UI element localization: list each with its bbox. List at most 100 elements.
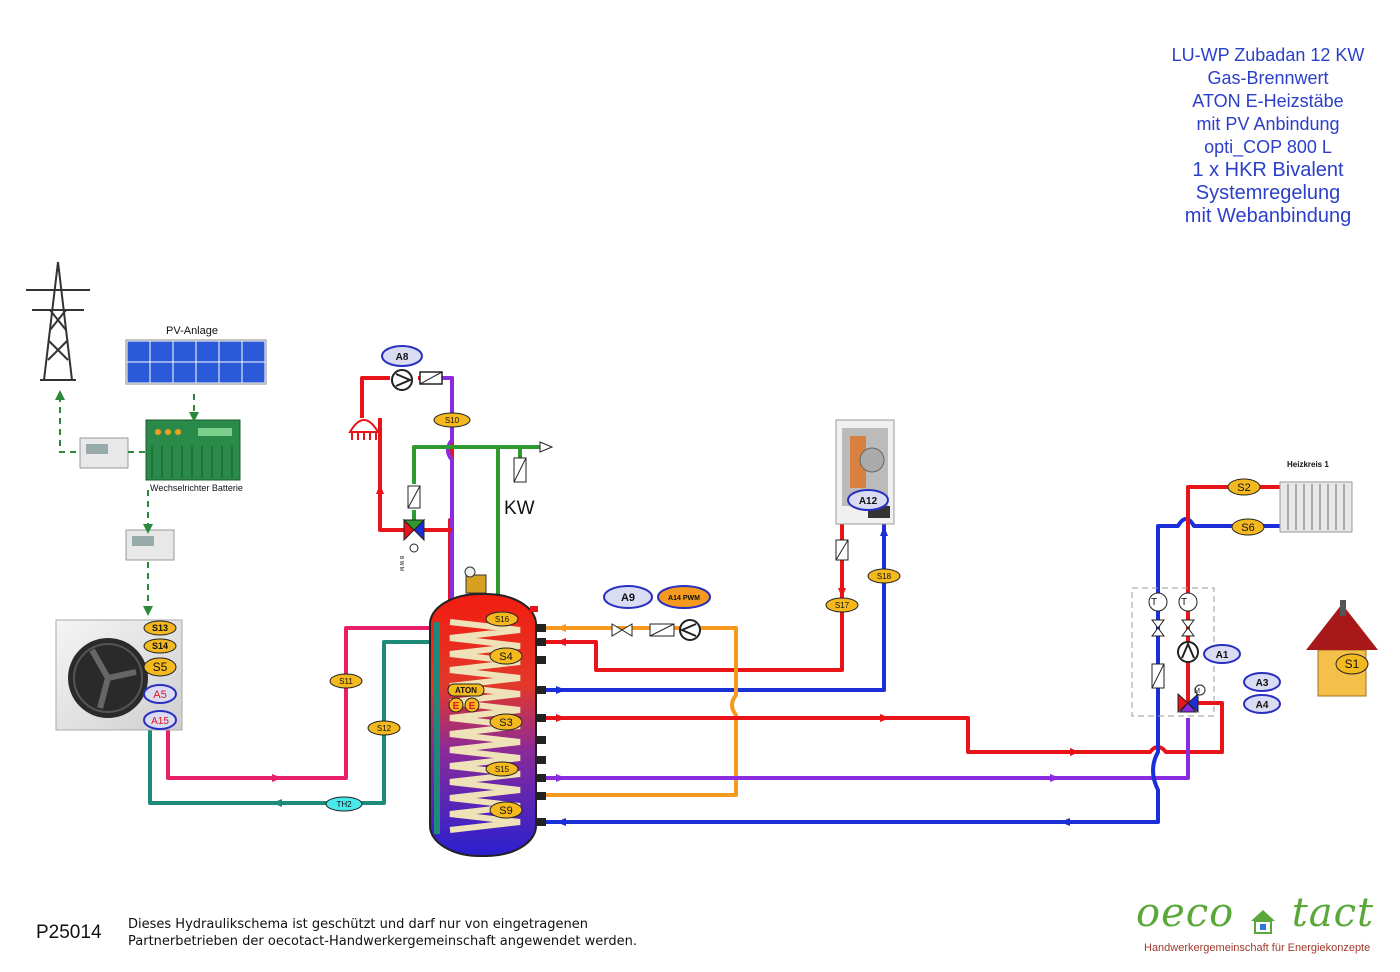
sensor-s15-label: S15 <box>495 765 510 774</box>
logo-house-icon <box>1248 901 1278 934</box>
thermometer-left-label: T <box>1151 597 1157 608</box>
aton-label: ATON <box>455 686 477 695</box>
actuator-a9-label: A9 <box>621 592 635 604</box>
actuators: A8 A9 A14 PWM A12 A1 A3 A4 A5 A15 <box>143 345 1281 730</box>
sensor-s3: S3 <box>489 713 523 731</box>
pv-panels <box>125 339 267 385</box>
actuator-a5: A5 <box>143 684 177 704</box>
title-line-4: mit PV Anbindung <box>1196 114 1340 134</box>
title-line-8: mit Webanbindung <box>1184 205 1352 227</box>
title-line-2: Gas-Brennwert <box>1207 68 1329 88</box>
title-block: LU-WP Zubadan 12 KW Gas-Brennwert ATON E… <box>1140 44 1396 228</box>
e-label-2: E <box>469 701 476 712</box>
actuator-a12-label: A12 <box>859 496 878 507</box>
actuator-a9: A9 <box>603 585 653 609</box>
pipe-dhw-red-left <box>360 376 404 532</box>
sensor-s9: S9 <box>489 801 523 819</box>
title-line-7: Systemregelung <box>1195 182 1341 204</box>
pipe-hc-flow <box>536 701 1224 754</box>
pipe-orange-loop <box>536 626 738 797</box>
sensor-s11: S11 <box>329 673 363 689</box>
sensor-s1: S1 <box>1335 653 1369 675</box>
pipe-boiler-flow <box>536 520 844 672</box>
oecotact-logo: oeco tact Handwerkergemeinschaft für Ene… <box>1128 884 1390 964</box>
copyright-line-1: Dieses Hydraulikschema ist geschützt und… <box>128 917 588 932</box>
pipe-hc-flow-up <box>1186 485 1280 703</box>
actuator-a8: A8 <box>381 345 423 367</box>
actuator-a5-label: A5 <box>153 689 166 701</box>
title-line-3: ATON E-Heizstäbe <box>1192 91 1344 111</box>
sensor-s6: S6 <box>1231 518 1265 536</box>
sensor-s12-label: S12 <box>377 724 392 733</box>
copyright-line-2: Partnerbetrieben der oecotact-Handwerker… <box>128 934 637 949</box>
flow-arrows <box>272 484 1192 826</box>
check-valve-boiler <box>835 539 849 561</box>
sensor-s16: S16 <box>485 611 519 627</box>
actuator-a4-label: A4 <box>1256 700 1269 711</box>
radiator <box>1279 481 1353 533</box>
thermometer-right-label: T <box>1181 597 1187 608</box>
aton-heating-element: ATON E E <box>447 683 485 713</box>
sensor-s14: S14 <box>143 638 177 654</box>
sensor-s9-label: S9 <box>499 805 512 817</box>
sensor-s13: S13 <box>143 620 177 636</box>
pipe-hp-flow <box>166 626 436 780</box>
motor-label: M <box>1194 688 1200 695</box>
house-icon <box>1306 600 1378 697</box>
bwm-label: B W M <box>398 556 404 571</box>
actuator-a14: A14 PWM <box>657 585 711 609</box>
sensor-s10: S10 <box>433 412 471 428</box>
signal-lines <box>59 394 195 612</box>
sensor-th2: TH2 <box>325 796 363 812</box>
sensor-s17-label: S17 <box>835 601 850 610</box>
buffer-tank <box>429 566 546 857</box>
pipes <box>148 376 1280 824</box>
sensor-s11-label: S11 <box>339 677 353 686</box>
shower-icon <box>348 419 380 440</box>
logo-text-left: oeco <box>1136 890 1235 936</box>
safety-valve-kw <box>539 441 554 453</box>
power-pylon-icon <box>26 261 90 381</box>
actuator-a15: A15 <box>143 710 177 730</box>
sensor-s14-label: S14 <box>152 641 168 651</box>
actuator-a4: A4 <box>1243 694 1281 714</box>
actuator-a15-label: A15 <box>151 716 169 727</box>
title-line-1: LU-WP Zubadan 12 KW <box>1171 45 1365 65</box>
heating-circuit-group <box>1131 587 1215 717</box>
sensor-s15: S15 <box>485 761 519 777</box>
project-id: P25014 <box>36 922 102 943</box>
mixing-valve-dhw <box>402 518 426 553</box>
pump-a9 <box>611 619 701 641</box>
sensor-s10-label: S10 <box>445 416 460 425</box>
actuator-a1: A1 <box>1203 644 1241 664</box>
pv-anlage-label: PV-Anlage <box>166 325 218 337</box>
sensor-s2: S2 <box>1227 478 1261 496</box>
sensor-s18: S18 <box>867 568 901 584</box>
sensor-s1-label: S1 <box>1345 657 1360 671</box>
logo-subtitle: Handwerkergemeinschaft für Energiekonzep… <box>1144 942 1371 954</box>
sensor-s5-label: S5 <box>153 660 168 674</box>
actuator-a3-label: A3 <box>1256 678 1269 689</box>
check-valve-green <box>407 485 421 509</box>
sensor-s12: S12 <box>367 720 401 736</box>
sensor-s3-label: S3 <box>499 717 512 729</box>
sensor-s13-label: S13 <box>152 623 168 633</box>
sensor-s16-label: S16 <box>495 615 510 624</box>
e-label-1: E <box>453 701 460 712</box>
energy-meter-1 <box>79 437 129 469</box>
energy-meter-2 <box>125 529 175 561</box>
actuator-a8-label: A8 <box>396 352 409 363</box>
check-valve-kw <box>513 457 527 483</box>
pipe-purple-mid <box>536 718 1190 780</box>
sensor-s4: S4 <box>489 647 523 665</box>
sensor-s4-label: S4 <box>499 651 512 663</box>
title-line-5: opti_COP 800 L <box>1204 137 1332 157</box>
sensor-s17: S17 <box>825 597 859 613</box>
logo-text-right: tact <box>1291 890 1375 936</box>
sensor-s2-label: S2 <box>1237 482 1250 494</box>
sensor-s6-label: S6 <box>1241 522 1254 534</box>
actuator-a14-label: A14 PWM <box>668 595 700 602</box>
inverter-battery <box>145 419 241 481</box>
heizkreis-label: Heizkreis 1 <box>1287 460 1329 469</box>
sensor-s18-label: S18 <box>877 572 892 581</box>
